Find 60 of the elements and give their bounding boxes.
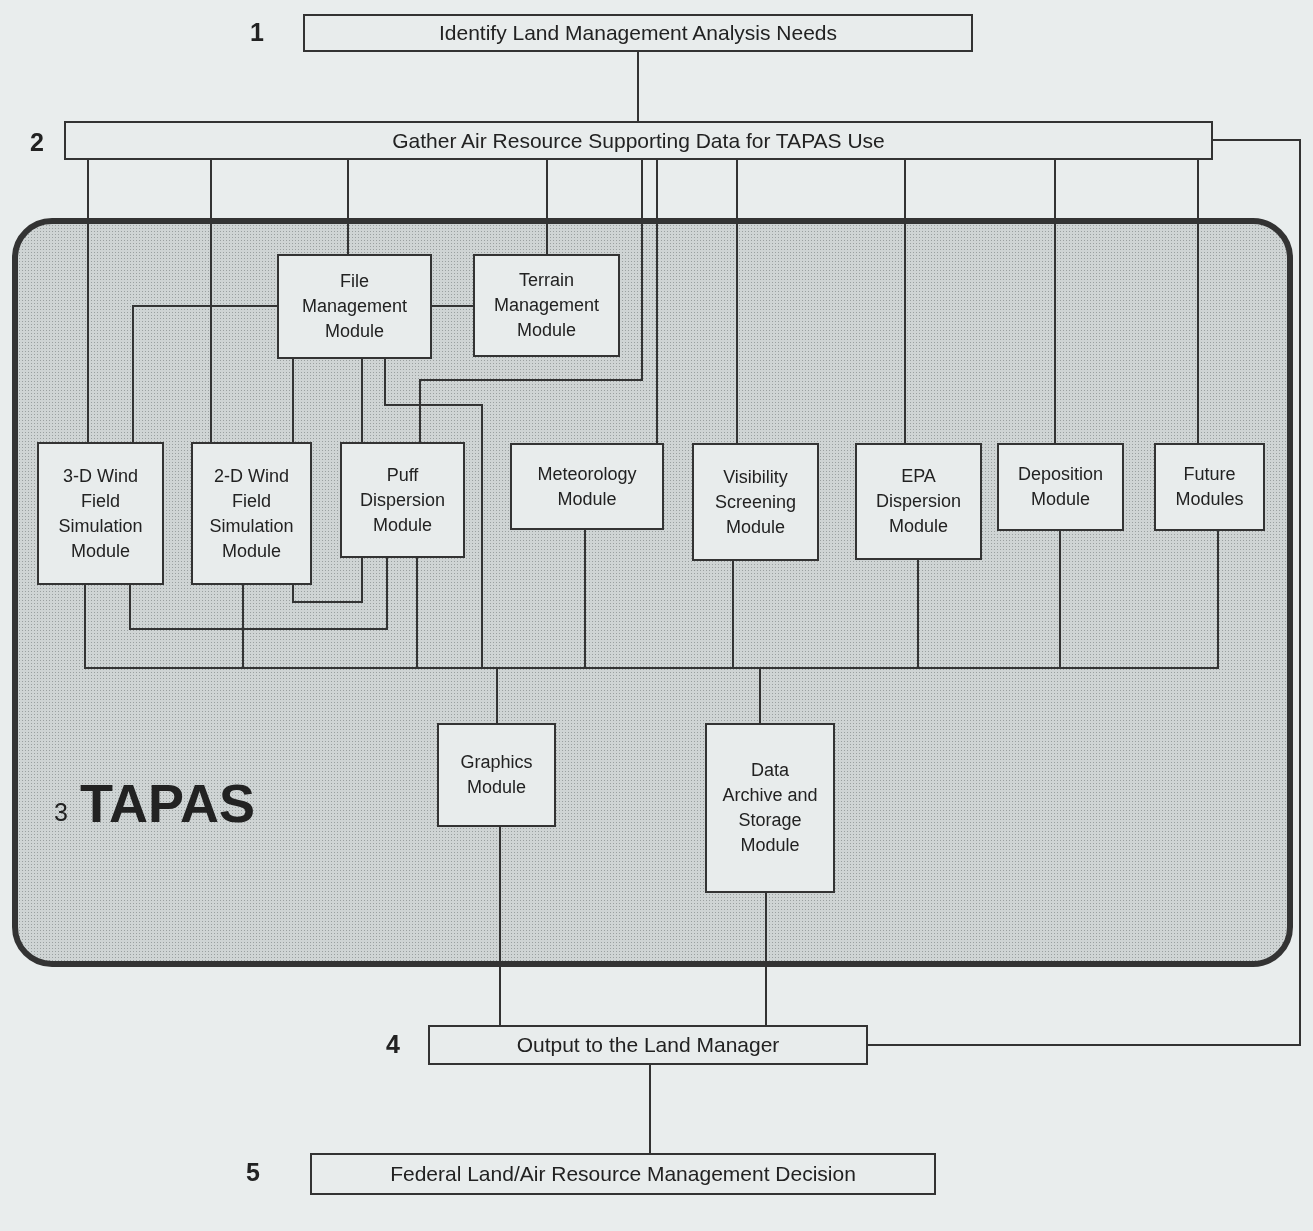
- connector-line: [637, 51, 639, 122]
- process-box: [64, 121, 1213, 160]
- connector-line: [419, 159, 643, 443]
- box-label: Deposition Module: [1016, 463, 1105, 511]
- connector-line: [129, 557, 388, 630]
- box-label: Federal Land/Air Resource Management Decision: [390, 1162, 856, 1186]
- box-label: Graphics Module: [459, 751, 534, 799]
- process-box: [310, 1153, 936, 1195]
- system-title: TAPAS: [80, 772, 255, 834]
- connector-line: [292, 557, 363, 603]
- connector-line: [765, 892, 767, 1026]
- box-label: Meteorology Module: [536, 462, 638, 511]
- module-box: [692, 443, 819, 561]
- connector-line: [347, 159, 349, 255]
- box-label: Identify Land Management Analysis Needs: [438, 21, 838, 45]
- module-box: [191, 442, 312, 585]
- process-box: [428, 1025, 868, 1065]
- box-label: 3-D Wind Field Simulation Module: [57, 464, 144, 563]
- connector-line: [1197, 159, 1199, 444]
- box-label: Puff Dispersion Module: [358, 463, 446, 537]
- step-number: 2: [30, 128, 44, 157]
- step-number: 3: [54, 798, 68, 827]
- connector-line: [904, 159, 906, 444]
- box-label: File Management Module: [300, 270, 409, 343]
- module-box: [705, 723, 835, 893]
- box-label: Terrain Management Module: [492, 269, 601, 342]
- box-label: Output to the Land Manager: [516, 1033, 780, 1057]
- step-number: 5: [246, 1158, 260, 1187]
- module-box: [997, 443, 1124, 531]
- connector-line: [546, 159, 548, 255]
- box-label: Future Modules: [1174, 463, 1245, 511]
- box-label: EPA Dispersion Module: [874, 465, 962, 538]
- module-box: [340, 442, 465, 558]
- module-box: [437, 723, 556, 827]
- connector-line: [867, 139, 1301, 1046]
- connector-line: [292, 358, 294, 443]
- connector-line: [431, 305, 474, 307]
- connector-line: [361, 358, 363, 443]
- system-panel: [12, 218, 1293, 967]
- module-box: [37, 442, 164, 585]
- module-box: [855, 443, 982, 560]
- connector-line: [132, 305, 278, 443]
- box-label: Gather Air Resource Supporting Data for TAPAS Use: [392, 128, 885, 153]
- module-box: [473, 254, 620, 357]
- box-label: 2-D Wind Field Simulation Module: [208, 464, 295, 563]
- connector-line: [210, 159, 212, 443]
- connector-line: [1054, 159, 1056, 444]
- connector-line: [656, 159, 658, 444]
- box-label: Visibility Screening Module: [713, 465, 798, 539]
- box-label: Data Archive and Storage Module: [721, 759, 819, 857]
- process-box: [303, 14, 973, 52]
- connector-line: [87, 159, 89, 443]
- module-box: [1154, 443, 1265, 531]
- step-number: 1: [250, 18, 264, 47]
- module-box: [510, 443, 664, 530]
- module-box: [277, 254, 432, 359]
- connector-line: [499, 826, 501, 1026]
- connector-line: [649, 1064, 651, 1154]
- connector-line: [736, 159, 738, 444]
- step-number: 4: [386, 1030, 400, 1059]
